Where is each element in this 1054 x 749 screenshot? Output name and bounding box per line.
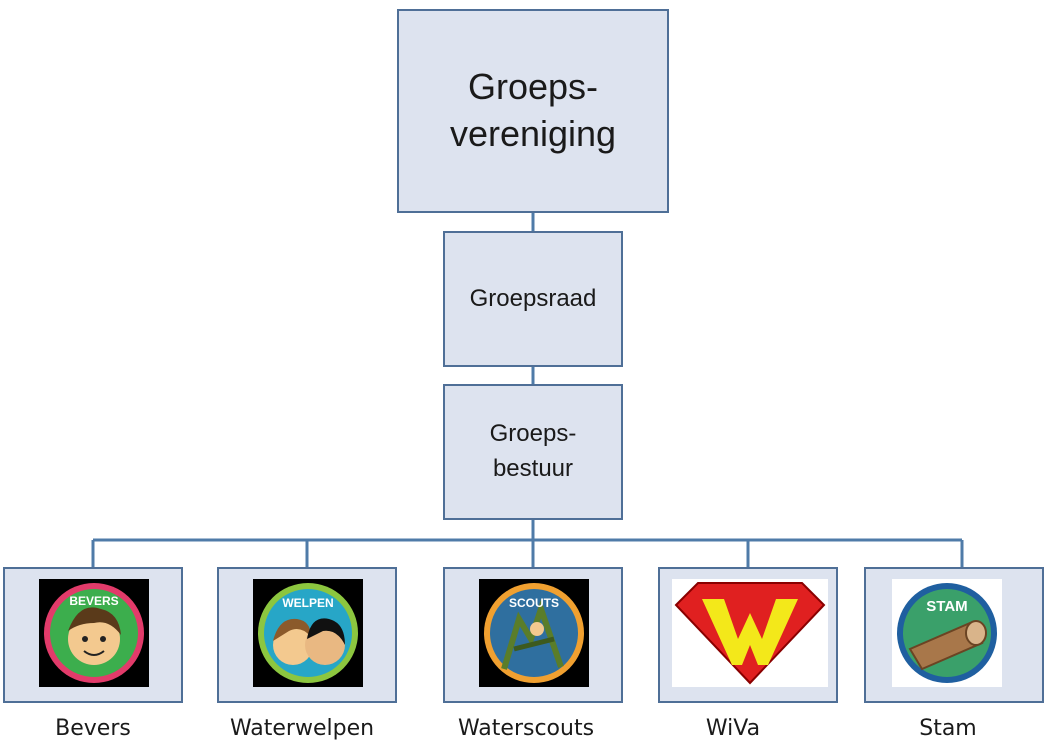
unit-bevers: BEVERS	[3, 567, 183, 703]
unit-waterwelpen: WELPEN	[217, 567, 397, 703]
stam-badge-icon: STAM	[892, 579, 1002, 687]
groepsbestuur-label: Groeps- bestuur	[489, 420, 577, 482]
unit-waterscouts: SCOUTS	[443, 567, 623, 703]
box-groepsvereniging: Groeps- vereniging	[397, 9, 669, 213]
welpen-badge-icon: WELPEN	[253, 579, 363, 687]
scouts-badge-text: SCOUTS	[509, 596, 559, 610]
groepsraad-label: Groepsraad	[469, 285, 597, 312]
scouts-badge-icon: SCOUTS	[479, 579, 589, 687]
label-waterwelpen: Waterwelpen	[229, 716, 375, 741]
box-groepsbestuur: Groeps- bestuur	[443, 384, 623, 520]
bevers-badge-text: BEVERS	[69, 594, 118, 608]
label-stam: Stam	[919, 716, 977, 741]
box-groepsraad: Groepsraad	[443, 231, 623, 367]
groepsvereniging-label: Groeps- vereniging	[449, 66, 617, 154]
unit-stam: STAM	[864, 567, 1044, 703]
label-wiva: WiVa	[705, 716, 761, 741]
bevers-badge-icon: BEVERS	[39, 579, 149, 687]
stam-badge-text: STAM	[926, 598, 967, 615]
wiva-shield-icon	[672, 579, 828, 687]
unit-wiva	[658, 567, 838, 703]
label-bevers: Bevers	[55, 716, 131, 741]
label-waterscouts: Waterscouts	[457, 716, 595, 741]
welpen-badge-text: WELPEN	[282, 596, 333, 610]
